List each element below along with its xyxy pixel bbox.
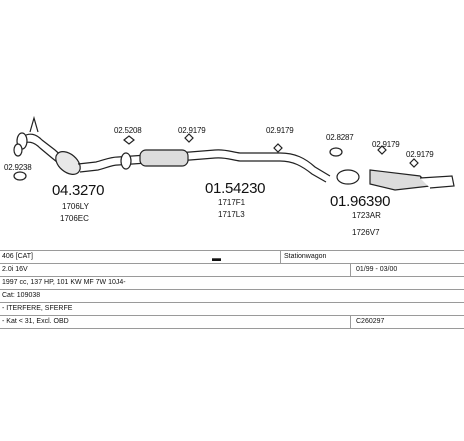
part-number-front: 04.3270: [52, 182, 105, 199]
exhaust-diagram: 02.9238 04.3270 1706LY 1706EC 02.5208 02…: [4, 115, 455, 237]
vehicle-cat: Cat: 109038: [2, 292, 41, 299]
part-ref-front-2: 1706EC: [60, 214, 89, 223]
part-number-rear: 01.96390: [330, 193, 391, 210]
mount-c: [273, 143, 283, 153]
vehicle-kat: - Kat < 31, Excl. OBD: [2, 318, 69, 325]
middle-silencer: [139, 149, 189, 167]
vehicle-body: Stationwagon: [284, 253, 327, 260]
part-ref-middle-2: 1717L3: [218, 210, 245, 219]
rear-silencer: [369, 169, 432, 191]
info-table-top-border: [0, 250, 464, 251]
catalog-code: C260297: [356, 318, 385, 325]
catalyst-body: [55, 151, 81, 175]
vehicle-years: 01/99 - 03/00: [356, 266, 398, 273]
vehicle-engine: 2.0i 16V: [2, 266, 28, 273]
middle-pipe-top: [117, 149, 280, 158]
tailpipe: [419, 175, 455, 189]
cell-separator: [350, 316, 351, 328]
info-row-cat: Cat: 109038: [0, 290, 464, 303]
rear-pipe-bottom: [279, 160, 327, 183]
info-row-engine: 2.0i 16V 01/99 - 03/00: [0, 264, 464, 277]
middle-pipe-bottom: [117, 157, 280, 166]
part-ref-rear-1: 1723AR: [352, 211, 381, 220]
mount-f: [409, 158, 419, 168]
part-ref-rear-2: 1726V7: [352, 228, 380, 237]
mount-d: [329, 147, 343, 157]
mount-b: [184, 133, 194, 143]
part-label-clamp-a: 02.5208: [114, 126, 142, 135]
info-row-kat: - Kat < 31, Excl. OBD C260297: [0, 316, 464, 329]
exhaust-system-drawing: [13, 115, 455, 191]
part-label-clamp-left: 02.9238: [4, 163, 32, 172]
front-clamp-ring: [13, 171, 27, 181]
lambda-sensor: [29, 115, 39, 133]
part-label-clamp-f: 02.9179: [406, 150, 434, 159]
catalyst-outlet-lower: [79, 164, 119, 173]
rear-pipe-top: [279, 152, 331, 177]
info-row-specs: 1997 cc, 137 HP, 101 KW MF 7W 10J4-: [0, 277, 464, 290]
catalyst-outlet: [77, 156, 119, 165]
vehicle-model: 406 [CAT]: [2, 253, 33, 260]
part-label-clamp-b: 02.9179: [178, 126, 206, 135]
vehicle-flags: - ITERFERE, SFERFE: [2, 305, 73, 312]
cell-separator: [350, 264, 351, 276]
part-ref-front-1: 1706LY: [62, 202, 89, 211]
mount-a: [123, 135, 135, 145]
cell-separator: [280, 251, 281, 263]
part-number-middle: 01.54230: [205, 180, 266, 197]
gasket-left-b: [13, 143, 23, 157]
part-ref-middle-1: 1717F1: [218, 198, 246, 207]
mount-e: [377, 145, 387, 155]
info-row-flags: - ITERFERE, SFERFE: [0, 303, 464, 316]
car-icon: ▬: [212, 253, 221, 263]
rear-hanger-ring: [336, 169, 360, 185]
info-row-model: 406 [CAT] ▬ Stationwagon: [0, 251, 464, 264]
clamp-left-connector: [120, 152, 132, 170]
part-label-clamp-d: 02.8287: [326, 133, 354, 142]
part-label-clamp-e: 02.9179: [372, 140, 400, 149]
part-label-clamp-c: 02.9179: [266, 126, 294, 135]
vehicle-specs: 1997 cc, 137 HP, 101 KW MF 7W 10J4-: [2, 279, 126, 286]
